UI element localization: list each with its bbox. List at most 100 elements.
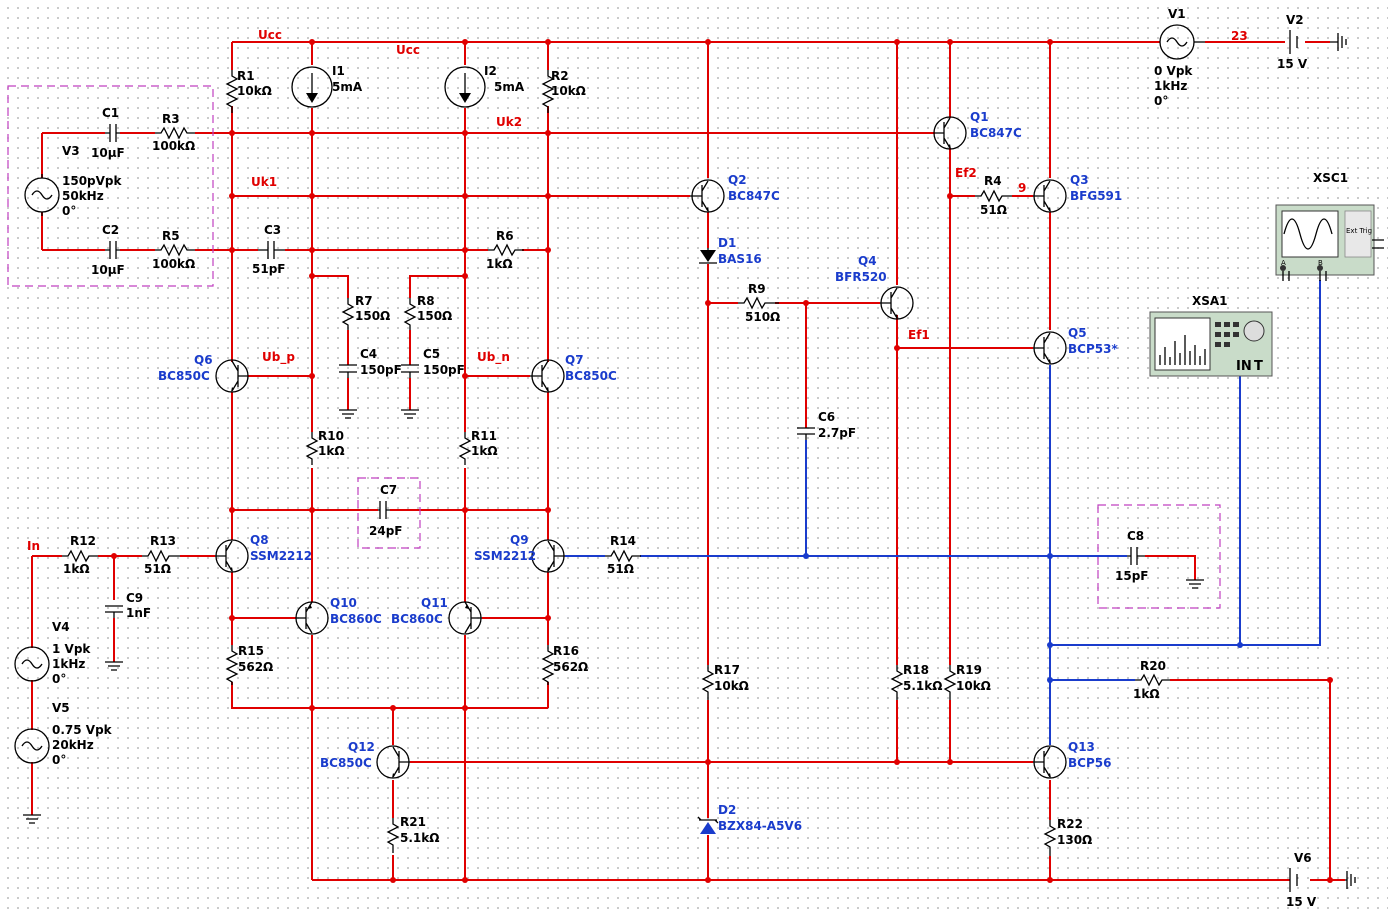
v6-name: V6 [1294,851,1312,865]
c2-name: C2 [102,223,119,237]
v2-value: 15 V [1277,57,1308,71]
transistor-q5 [1033,331,1067,365]
q1-name: Q1 [970,110,989,124]
r14-value: 51Ω [607,562,634,576]
c6-value: 2.7pF [818,426,856,440]
q1-value: BC847C [970,126,1022,140]
r4-name: R4 [984,174,1002,188]
r18-value: 5.1kΩ [903,679,942,693]
v4-name: V4 [52,620,70,634]
r9-value: 510Ω [745,310,780,324]
i2-value: 5mA [494,80,525,94]
resistor-r12 [62,549,98,563]
diodes [697,248,719,834]
r6-value: 1kΩ [486,257,513,271]
net-ef1: Ef1 [908,328,930,342]
net-ub-p: Ub_p [262,350,295,365]
resistor-r18 [890,665,904,700]
c5-value: 150pF [423,363,465,377]
resistor-r1 [225,70,239,113]
r22-value: 130Ω [1057,833,1092,847]
r16-value: 562Ω [553,660,588,674]
c4-name: C4 [360,347,377,361]
v4-line3: 0° [52,672,66,686]
resistor-r5 [155,243,195,257]
q8-name: Q8 [250,533,269,547]
oscilloscope-xsc1[interactable] [1275,204,1384,281]
r1-name: R1 [237,69,255,83]
v4-line2: 1kHz [52,657,85,671]
r20-name: R20 [1140,659,1166,673]
r22-name: R22 [1057,817,1083,831]
v6-value: 15 V [1286,895,1317,909]
net-ucc-2: Ucc [396,43,420,57]
r2-value: 10kΩ [551,84,586,98]
i1-value: 5mA [332,80,363,94]
c3-value: 51pF [252,262,286,276]
resistor-r11 [458,432,472,465]
r13-value: 51Ω [144,562,171,576]
resistor-r16 [541,645,555,685]
c7-name: C7 [380,483,397,497]
q11-name: Q11 [421,596,448,610]
r6-name: R6 [496,229,514,243]
resistor-r9 [738,296,779,310]
i1-name: I1 [332,64,345,78]
resistors [62,70,1170,856]
c8-value: 15pF [1115,569,1149,583]
q9-name: Q9 [510,533,529,547]
net-ucc-1: Ucc [258,28,282,42]
r15-value: 562Ω [238,660,273,674]
xsc1-ext-trig: Ext Trig [1346,227,1372,235]
resistor-r8 [403,298,417,330]
v5-line2: 20kHz [52,738,94,752]
r14-name: R14 [610,534,636,548]
d1-value: BAS16 [718,252,762,266]
q5-value: BCP53* [1068,342,1118,356]
r3-value: 100kΩ [152,139,195,153]
r21-name: R21 [400,815,426,829]
resistor-r21 [386,818,400,853]
c1-value: 10µF [91,146,125,160]
net-uk2: Uk2 [496,115,522,129]
resistor-r19 [943,665,957,700]
spectrum-analyzer-xsa1[interactable] [1149,311,1273,377]
resistor-r6 [488,243,524,257]
v3-line2: 50kHz [62,189,104,203]
v3-line3: 0° [62,204,76,218]
net-in: In [27,539,40,553]
r8-name: R8 [417,294,435,308]
c3-name: C3 [264,223,281,237]
transistor-q6 [215,359,249,393]
c7-box [357,477,421,549]
q12-value: BC850C [320,756,372,770]
q13-name: Q13 [1068,740,1095,754]
i2-name: I2 [484,64,497,78]
q3-name: Q3 [1070,173,1089,187]
r12-value: 1kΩ [63,562,90,576]
net-9: 9 [1018,181,1026,195]
v1-line2: 1kHz [1154,79,1187,93]
junctions [111,39,1333,883]
q6-value: BC850C [158,369,210,383]
v4-line1: 1 Vpk [52,642,91,656]
transistor-q4 [880,286,914,320]
xsc1-b: B [1318,259,1323,267]
resistor-r13 [142,549,180,563]
r7-value: 150Ω [355,309,390,323]
c2-value: 10µF [91,263,125,277]
transistor-q11 [448,601,482,635]
transistor-q2 [690,179,725,213]
grounds [23,33,1356,889]
r20-value: 1kΩ [1133,687,1160,701]
v3-line1: 150pVpk [62,174,123,188]
transistor-q7 [530,359,565,393]
resistor-r22 [1043,820,1057,856]
q7-value: BC850C [565,369,617,383]
xsc1-name: XSC1 [1313,171,1348,185]
r9-name: R9 [748,282,766,296]
v1-line1: 0 Vpk [1154,64,1193,78]
r13-name: R13 [150,534,176,548]
